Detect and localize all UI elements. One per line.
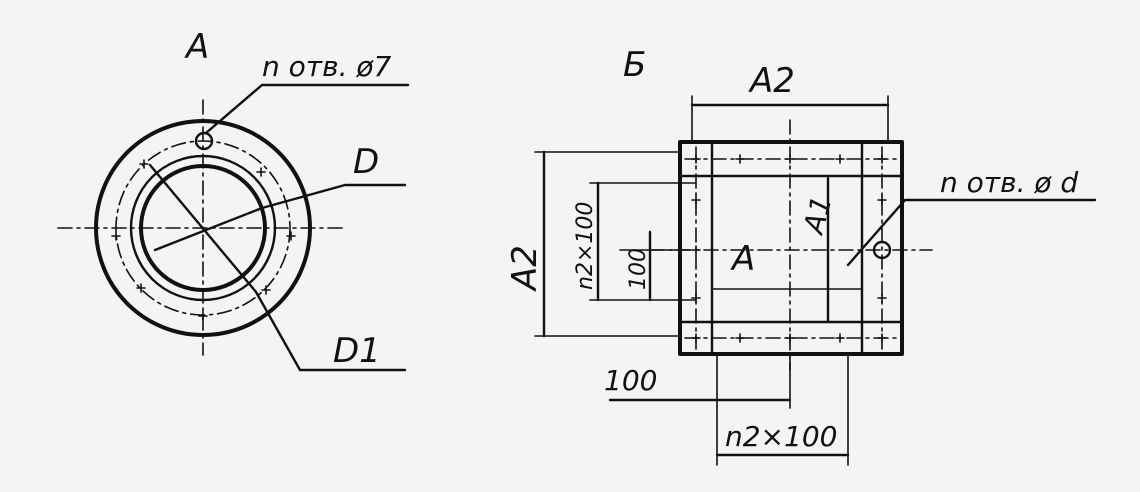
dim-n2-vert-label: n2×100 bbox=[573, 202, 598, 290]
dim-d-line bbox=[153, 206, 264, 252]
hole-leader-b bbox=[846, 198, 1097, 267]
view-b-title: Б bbox=[623, 45, 646, 85]
hole-leader bbox=[204, 83, 410, 135]
dim-top-label: A2 bbox=[748, 61, 795, 101]
bolt-marks-b bbox=[691, 154, 887, 343]
dim-n2-bottom-label: n2×100 bbox=[725, 420, 837, 453]
dim-d-label: D bbox=[353, 142, 379, 182]
dim-100-vert-label: 100 bbox=[626, 248, 651, 290]
hole-note-b: n отв. ø d bbox=[940, 166, 1078, 199]
hole-note-a: n отв. ø7 bbox=[262, 50, 392, 83]
dim-a1-label: A1 bbox=[796, 193, 838, 239]
bolt-hole bbox=[194, 131, 214, 151]
dim-d-leader bbox=[260, 183, 407, 210]
bolt-hole-b bbox=[872, 240, 892, 260]
dim-d1-line bbox=[148, 163, 258, 294]
dim-d1-label: D1 bbox=[333, 331, 381, 371]
dim-left-label: A2 bbox=[505, 245, 545, 292]
outer-square bbox=[678, 140, 904, 356]
bolt-marks bbox=[111, 159, 296, 321]
view-a-flange: A n отв. ø7 D D1 bbox=[57, 27, 410, 372]
view-b-flange: Б bbox=[505, 45, 1097, 466]
dim-100-bottom-label: 100 bbox=[604, 364, 657, 397]
center-a-label: A bbox=[730, 239, 755, 279]
dim-d1-leader bbox=[254, 290, 407, 372]
view-a-title: A bbox=[184, 27, 209, 67]
